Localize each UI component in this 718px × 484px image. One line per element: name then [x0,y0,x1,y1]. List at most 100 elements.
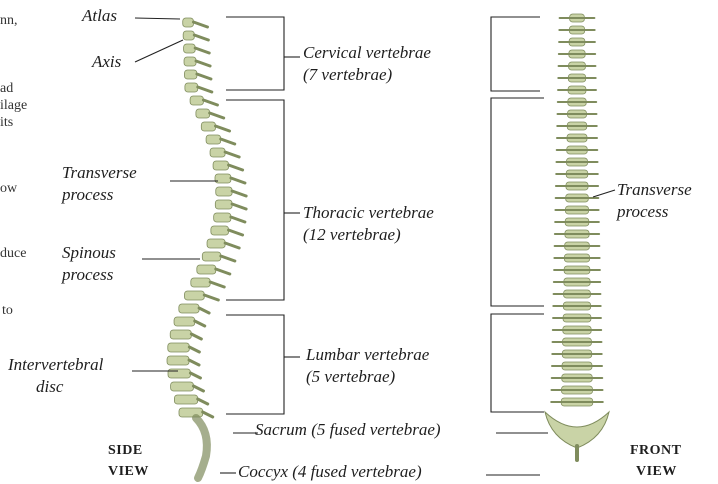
coccyx-label: Coccyx (4 fused vertebrae) [238,462,422,482]
side-vertebra [167,356,189,365]
side-spinous-process [193,22,207,27]
front-sacrum [545,412,609,448]
side-spinous-process [216,126,230,131]
leader-lines [132,17,615,475]
side-spinous-process [225,243,239,248]
side-spinous-process [216,269,230,274]
side-spinous-process [203,100,217,105]
side-spinous-process [225,152,239,157]
side-spinous-process [198,87,212,92]
side-vertebra [215,174,231,183]
cut-text-3: ilage [0,97,27,115]
side-spinous-process [193,386,203,391]
sacrum-label: Sacrum (5 fused vertebrae) [255,420,441,440]
front-view-spine [545,14,609,460]
side-vertebra [201,122,215,131]
front-lumbar-bracket [491,314,544,412]
side-vertebra [210,148,225,157]
side-sacrum-coccyx [196,418,207,478]
side-spinous-process [231,178,245,183]
intervertebral-label-2: disc [36,377,63,397]
side-spinous-process [189,360,199,365]
side-spinous-process [210,113,224,118]
side-view-caption-2: VIEW [108,461,149,483]
side-vertebra [197,265,216,274]
transverse-right-label-2: process [617,202,668,222]
side-spinous-process [210,282,224,287]
side-spinous-process [198,399,208,404]
side-vertebra [214,213,231,222]
atlas-label: Atlas [82,6,117,26]
lumbar-label-1: Lumbar vertebrae [306,345,429,365]
side-spinous-process [195,48,209,53]
cut-text-5: ow [0,180,17,198]
side-vertebra [179,304,199,313]
side-spinous-process [195,321,205,326]
side-vertebra [185,83,198,92]
cut-text-4: its [0,114,13,132]
transverse-right-leader [593,190,615,197]
spinous-label-2: process [62,265,113,285]
thoracic-label-1: Thoracic vertebrae [303,203,434,223]
cut-text-6: duce [0,245,26,263]
side-vertebra [190,96,203,105]
side-vertebra [168,343,190,352]
axis-label: Axis [92,52,121,72]
intervertebral-label-1: Intervertebral [8,355,103,375]
lumbar-label-2: (5 vertebrae) [306,367,395,387]
side-spinous-process [221,256,235,261]
side-spinous-process [196,61,210,66]
cut-text-7: to [2,302,13,320]
side-vertebra [207,239,225,248]
side-spinous-process [199,308,209,313]
side-vertebra [213,161,229,170]
side-vertebra [206,135,221,144]
side-spinous-process [232,204,246,209]
side-view-caption-1: SIDE [108,440,143,462]
cut-text-1: nn, [0,12,18,30]
transverse-left-label-1: Transverse [62,163,137,183]
side-spinous-process [231,217,245,222]
side-vertebra [174,395,197,404]
side-vertebra [170,330,191,339]
lumbar-bracket [226,315,284,414]
side-vertebra [196,109,210,118]
side-spinous-process [221,139,235,144]
transverse-left-label-2: process [62,185,113,205]
side-vertebra [215,200,232,209]
thoracic-bracket [226,100,284,300]
cervical-label-2: (7 vertebrae) [303,65,392,85]
cut-text-2: ad [0,80,13,98]
cervical-bracket [226,17,284,90]
front-view-caption-1: FRONT [630,440,682,462]
side-vertebra [171,382,194,391]
side-spinous-process [194,35,208,40]
side-spinous-process [203,412,213,417]
thoracic-label-2: (12 vertebrae) [303,225,401,245]
side-spinous-process [204,295,218,300]
side-vertebra [183,18,194,27]
side-spinous-process [229,165,243,170]
atlas-leader [135,18,180,19]
side-vertebra [183,31,194,40]
side-vertebra [184,70,196,79]
side-view-spine [167,18,246,478]
side-spinous-process [229,230,243,235]
front-cervical-bracket [491,17,540,91]
transverse-right-label-1: Transverse [617,180,692,200]
side-vertebra [184,57,196,66]
side-vertebra [211,226,229,235]
side-vertebra [216,187,232,196]
side-spinous-process [197,74,211,79]
side-spinous-process [189,347,199,352]
side-vertebra [191,278,210,287]
front-thoracic-bracket [491,98,544,306]
side-vertebra [184,291,204,300]
spinous-label-1: Spinous [62,243,116,263]
side-vertebra [174,317,195,326]
side-vertebra [168,369,190,378]
side-spinous-process [232,191,246,196]
cervical-label-1: Cervical vertebrae [303,43,431,63]
side-spinous-process [190,373,200,378]
